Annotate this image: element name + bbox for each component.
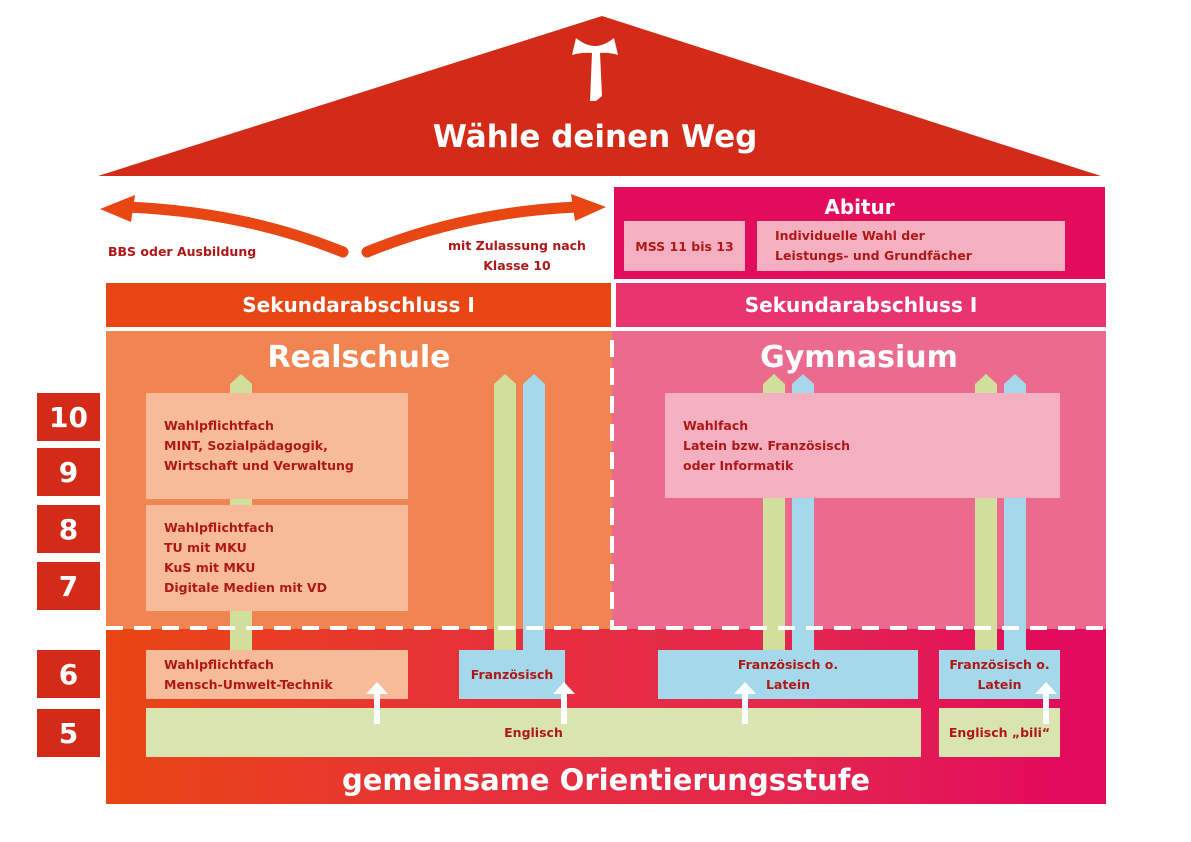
track-tip	[975, 374, 997, 384]
box-line: Wirtschaft und Verwaltung	[164, 458, 354, 473]
orient-franz-box: Französisch	[459, 650, 565, 699]
divider-dashed-horizontal	[106, 626, 1106, 630]
grade-label-7: 7	[37, 562, 100, 610]
box-line: Französisch o.	[737, 656, 839, 672]
up-arrow-icon	[1035, 682, 1057, 724]
box-line: Wahlpflichtfach	[164, 520, 274, 535]
sekundarabschluss-realschule: Sekundarabschluss I	[106, 283, 611, 327]
page-title: Wähle deinen Weg	[432, 119, 758, 155]
track-tip	[523, 374, 545, 384]
englisch-label: Englisch	[504, 724, 563, 740]
track-tip	[494, 374, 516, 384]
box-line: MINT, Sozialpädagogik,	[164, 438, 328, 453]
box-line: Wahlpflichtfach	[164, 418, 274, 433]
label-zulassung-line1: mit Zulassung nach	[448, 238, 586, 253]
box-line: Mensch-Umwelt-Technik	[164, 676, 333, 692]
orientierungsstufe-title: gemeinsame Orientierungsstufe	[341, 763, 871, 797]
box-line: Latein	[765, 676, 811, 692]
orient-englisch-box: Englisch	[146, 708, 921, 757]
track-blue-realschule	[523, 384, 545, 650]
arrow-left-head	[100, 195, 135, 222]
grade-label-8: 8	[37, 505, 100, 553]
track-tip	[230, 374, 252, 384]
arrow-right-head	[571, 194, 606, 221]
orient-franz-latein-box-1: Französisch o. Latein	[658, 650, 918, 699]
pathway-arrows	[100, 194, 606, 258]
label-bbs-ausbildung: BBS oder Ausbildung	[108, 244, 257, 259]
box-line: Wahlpflichtfach	[164, 656, 274, 672]
box-line: Wahlfach	[683, 417, 749, 433]
tau-cross-icon	[572, 38, 618, 101]
box-line: Latein bzw. Französisch	[683, 437, 851, 453]
box-line: KuS mit MKU	[164, 560, 256, 575]
mss-box: MSS 11 bis 13	[624, 221, 745, 271]
grade-label-5: 5	[37, 709, 100, 757]
arrow-left-bbs	[121, 201, 349, 258]
track-tip	[792, 374, 814, 384]
up-arrow-icon	[366, 682, 388, 724]
wahl-line1: Individuelle Wahl der	[775, 228, 925, 243]
track-green-realschule	[494, 384, 516, 650]
box-line: Digitale Medien mit VD	[164, 580, 327, 595]
track-tip	[763, 374, 785, 384]
realschule-title: Realschule	[267, 339, 451, 375]
orient-englisch-bili-box: Englisch „bili“	[939, 708, 1060, 757]
grade-label-10: 10	[37, 393, 100, 441]
track-tip	[1004, 374, 1026, 384]
label-zulassung: mit Zulassung nach Klasse 10	[432, 236, 602, 276]
realschule-wpf-lower-box: Wahlpflichtfach TU mit MKU KuS mit MKU D…	[146, 505, 408, 611]
box-line: Französisch o.	[949, 656, 1050, 672]
grade-label-6: 6	[37, 650, 100, 698]
sekundarabschluss-gymnasium: Sekundarabschluss I	[616, 283, 1106, 327]
up-arrow-icon	[734, 682, 756, 724]
orient-wpf-box: Wahlpflichtfach Mensch-Umwelt-Technik	[146, 650, 408, 699]
abitur-title: Abitur	[824, 195, 895, 219]
label-zulassung-line2: Klasse 10	[483, 258, 551, 273]
divider-dashed-vertical	[610, 340, 614, 628]
box-line: oder Informatik	[683, 457, 794, 473]
wahl-box: Individuelle Wahl der Leistungs- und Gru…	[757, 221, 1065, 271]
realschule-wpf-upper-box: Wahlpflichtfach MINT, Sozialpädagogik, W…	[146, 393, 408, 499]
wahl-line2: Leistungs- und Grundfächer	[775, 248, 972, 263]
gymnasium-wahlfach-box: Wahlfach Latein bzw. Französisch oder In…	[665, 393, 1060, 498]
box-line: Latein	[977, 676, 1022, 692]
grade-label-9: 9	[37, 448, 100, 496]
box-line: TU mit MKU	[164, 540, 247, 555]
arrow-right-zulassung	[361, 201, 583, 258]
up-arrow-icon	[553, 682, 575, 724]
gymnasium-title: Gymnasium	[760, 339, 958, 375]
